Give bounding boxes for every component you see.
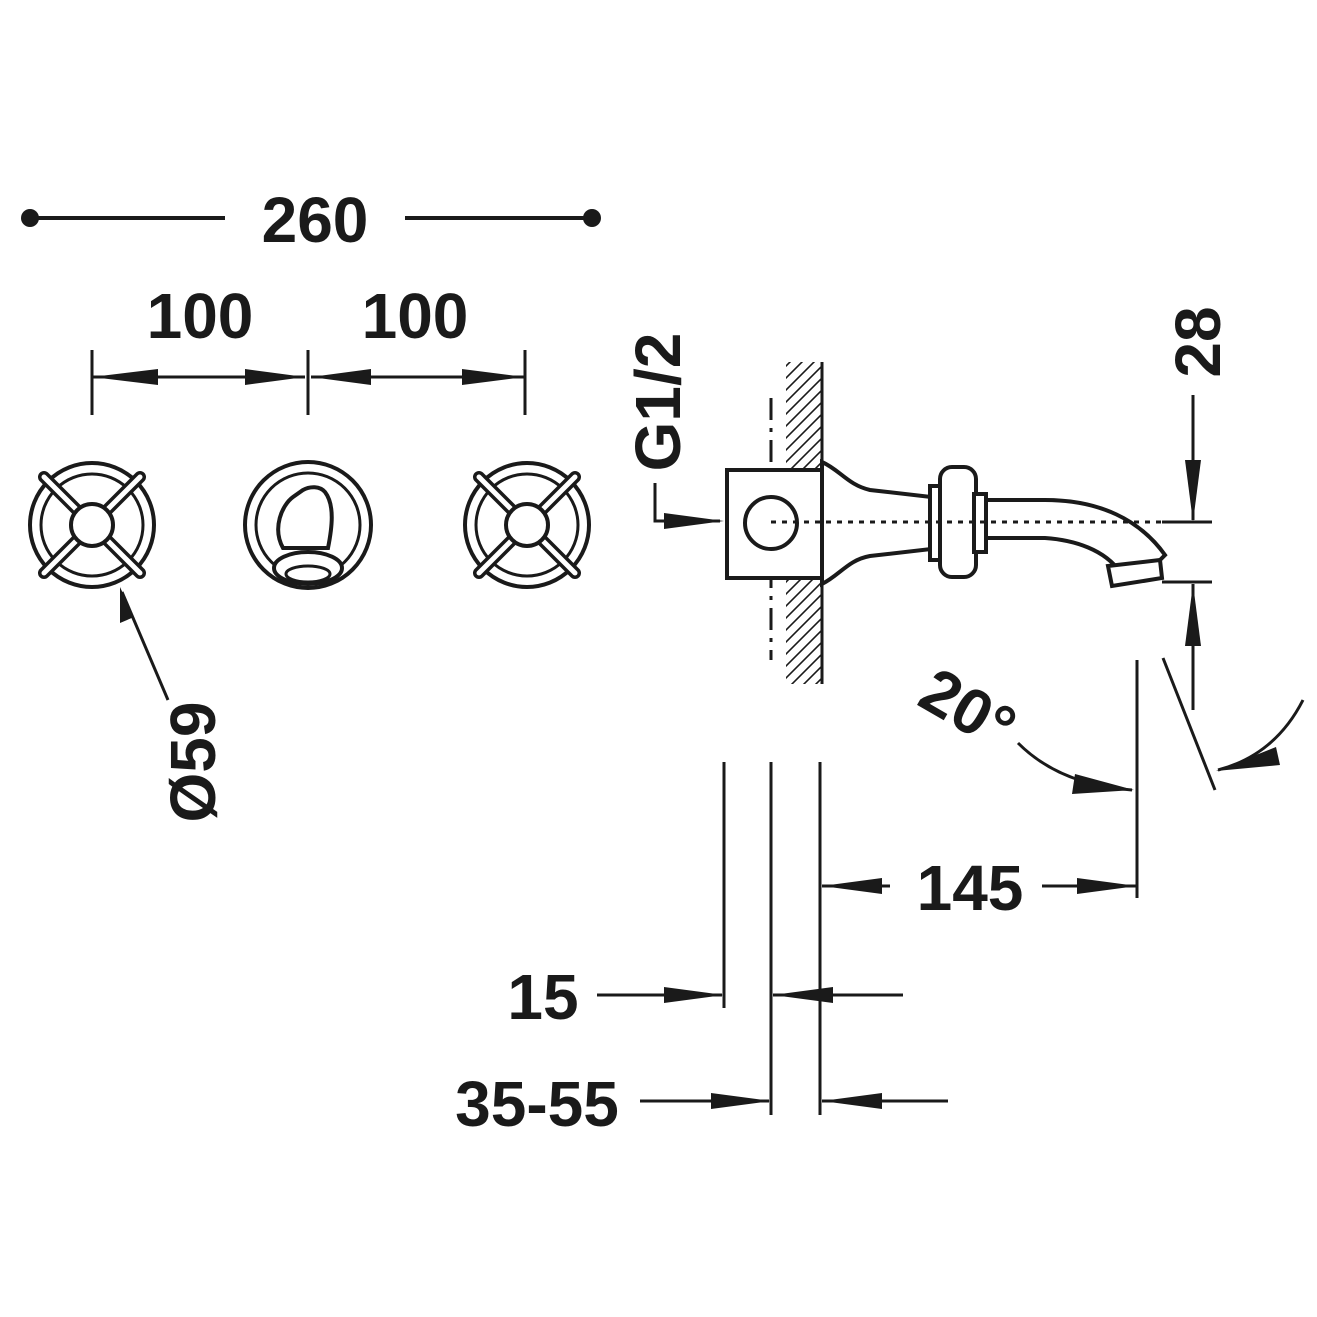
left-cross-handle — [28, 461, 156, 589]
overall-width-label: 260 — [262, 184, 369, 256]
inlet-thread-label: G1/2 — [622, 333, 694, 472]
spacing-dimension: 100 100 — [90, 280, 527, 415]
thickness-extension-lines — [722, 762, 822, 1115]
wall-range-label: 35-55 — [455, 1068, 619, 1140]
overall-width-dimension: 260 — [21, 184, 601, 256]
center-diverter-knob — [243, 460, 373, 590]
tilt-angle-label: 20° — [908, 654, 1028, 765]
inlet-thread-dimension: G1/2 — [622, 333, 724, 529]
plate-thickness-label: 15 — [507, 961, 578, 1033]
spout-side-view — [725, 458, 1210, 589]
outlet-height-label: 28 — [1162, 306, 1234, 377]
outlet-height-dimension: 28 — [1162, 306, 1234, 710]
right-cross-handle — [463, 461, 591, 589]
handle-diameter-label: Ø59 — [157, 702, 229, 823]
spacing-right-label: 100 — [362, 280, 469, 352]
handle-diameter-dimension: Ø59 — [120, 587, 229, 822]
plate-thickness-dimension: 15 — [507, 961, 903, 1033]
spacing-left-label: 100 — [147, 280, 254, 352]
wall-range-dimension: 35-55 — [455, 1068, 948, 1140]
spout-projection-label: 145 — [917, 852, 1024, 924]
spout-projection-dimension: 145 — [822, 852, 1137, 924]
